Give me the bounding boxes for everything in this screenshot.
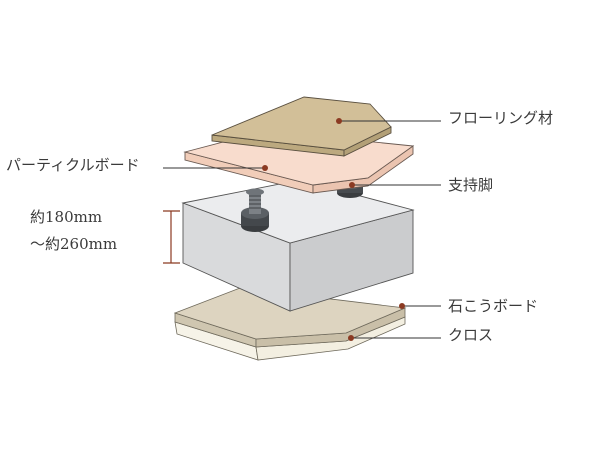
flooring-layer <box>211 96 392 157</box>
label-support-leg: 支持脚 <box>448 176 494 194</box>
dot-particle-board <box>262 165 268 171</box>
label-height-line2: ～約260mm <box>30 235 118 253</box>
height-dimension <box>163 210 180 264</box>
label-flooring: フローリング材 <box>448 109 554 127</box>
gypsum-board-layer <box>173 287 407 348</box>
dot-gypsum-board <box>399 303 405 309</box>
leader-lines <box>163 120 441 339</box>
label-gypsum-board: 石こうボード <box>448 297 539 315</box>
concrete-slab <box>181 179 415 312</box>
dot-support-leg <box>349 182 355 188</box>
dot-cloth <box>348 335 354 341</box>
label-height-line1: 約180mm <box>30 208 103 226</box>
leader-dots <box>262 118 405 341</box>
dot-flooring <box>336 118 342 124</box>
label-particle-board: パーティクルボード <box>6 156 140 174</box>
support-leg-front <box>241 188 269 232</box>
label-cloth: クロス <box>448 326 494 344</box>
